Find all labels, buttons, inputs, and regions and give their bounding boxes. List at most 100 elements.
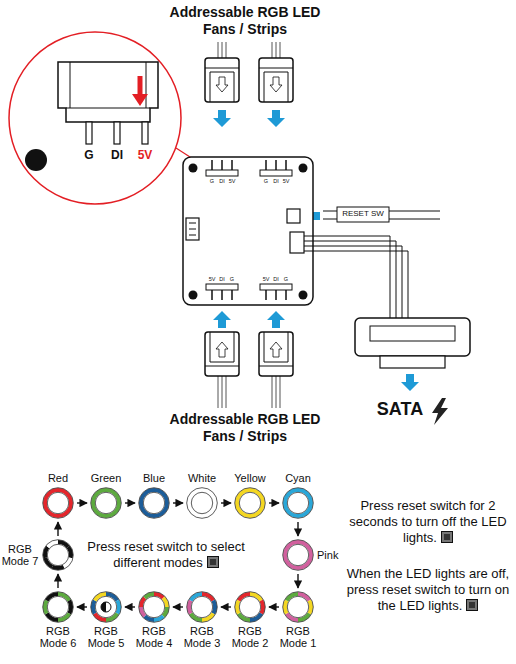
- cable-label: RESET SW: [342, 209, 384, 218]
- pin-name: DI: [270, 276, 282, 283]
- mode-arrow: [125, 606, 135, 607]
- ring-segment: [235, 488, 265, 518]
- zoom-callout-part: [58, 62, 158, 122]
- mode-arrow: [57, 574, 58, 588]
- pin-name: G: [260, 178, 272, 185]
- zoom-callout-part: [114, 122, 120, 144]
- cable-label: RESET SW: [337, 209, 389, 219]
- hub-board-part: [189, 164, 198, 173]
- mode-circle: Red: [42, 487, 74, 519]
- mode-label: RGB Mode 3: [179, 625, 225, 649]
- led-plugs-part: [259, 332, 293, 392]
- ring-segment: [139, 488, 169, 518]
- sata-cable-part: [432, 398, 448, 425]
- ring-outline: [43, 540, 74, 571]
- blue-arrows-part: [267, 311, 285, 328]
- ring-shape: [186, 487, 218, 519]
- mode-circle: White: [186, 487, 218, 519]
- pin-name: G: [226, 276, 238, 283]
- zoom-callout-part: [138, 76, 143, 96]
- mode-label: Pink: [317, 549, 338, 561]
- ring-outline: [43, 488, 74, 519]
- pin-name: G: [84, 148, 93, 162]
- mode-arrow: [297, 574, 298, 588]
- ring-shape: [138, 487, 170, 519]
- pin-name: G: [210, 178, 214, 184]
- mode-circle: RGB Mode 4: [138, 591, 170, 623]
- pin-name: DI: [216, 276, 228, 283]
- hub-board-part: [189, 223, 196, 235]
- ring-outline: [143, 492, 164, 513]
- zoom-callout-part: [86, 122, 92, 144]
- fan-heading: Addressable RGB LED Fans / Strips: [160, 411, 330, 445]
- mode-label: RGB Mode 4: [131, 625, 177, 649]
- hub-board-part: [183, 157, 313, 305]
- reset-switch-icon: [207, 556, 219, 568]
- mode-label: RGB Mode 2: [227, 625, 273, 649]
- pin-name: G: [230, 276, 234, 282]
- ring-outline: [187, 488, 218, 519]
- reset-switch-icon: [441, 531, 453, 543]
- mode-arrow: [221, 502, 231, 503]
- mode-label: White: [188, 472, 216, 484]
- pin-name: 5V: [206, 276, 218, 283]
- led-plugs-part: [205, 332, 239, 392]
- mode-label: Green: [91, 472, 122, 484]
- reset-switch-cable-part: [337, 207, 389, 222]
- contrast-icon: [101, 602, 106, 612]
- mode-arrow: [269, 606, 279, 607]
- ring-outline: [191, 596, 212, 617]
- instruction-note: Press reset switch to select different m…: [80, 539, 252, 571]
- hub-board-part: [290, 232, 304, 253]
- ring-outline: [91, 592, 122, 623]
- mode-circle: Pink: [282, 539, 314, 571]
- ring-outline: [283, 488, 314, 519]
- pin-name: DI: [216, 178, 228, 185]
- ring-shape: [282, 487, 314, 519]
- pin-name: 5V: [226, 178, 238, 185]
- ring-shape: [282, 539, 314, 571]
- mode-circle: RGB Mode 7: [42, 539, 74, 571]
- power-label: SATA: [377, 399, 423, 419]
- fan-heading: Addressable RGB LED Fans / Strips: [160, 4, 330, 38]
- mode-circle: Blue: [138, 487, 170, 519]
- hub-board-part: [299, 164, 308, 173]
- instruction-note: When the LED lights are off, press reset…: [347, 566, 510, 613]
- mode-arrow: [77, 502, 87, 503]
- ring-outline: [143, 596, 164, 617]
- mode-arrow: [221, 606, 231, 607]
- ring-outline: [43, 592, 74, 623]
- pin-name: DI: [273, 276, 279, 282]
- reset-switch-icon: [466, 599, 478, 611]
- pin-name: 5V: [260, 276, 272, 283]
- hub-board-part: [260, 284, 292, 300]
- hub-board-part: [206, 160, 238, 176]
- pin-name: 5V: [283, 178, 290, 184]
- power-label: SATA: [372, 399, 428, 421]
- ring-segment: [91, 488, 121, 518]
- pin-name: G: [264, 178, 268, 184]
- mode-label: RGB Mode 6: [35, 625, 81, 649]
- blue-arrows-part: [267, 110, 285, 127]
- pin-name: G: [79, 148, 99, 163]
- ring-outline: [191, 492, 212, 513]
- mode-label: Red: [48, 472, 68, 484]
- mode-arrow: [125, 502, 135, 503]
- mode-circle: Yellow: [234, 487, 266, 519]
- ring-outline: [139, 592, 170, 623]
- ring-outline: [47, 544, 68, 565]
- mode-arrow: [173, 502, 183, 503]
- ring-segment: [283, 488, 313, 518]
- mode-circle: RGB Mode 6: [42, 591, 74, 623]
- fan-heading: Addressable RGB LED Fans / Strips: [170, 4, 321, 37]
- pin-name: 5V: [263, 276, 270, 282]
- ring-shape: [90, 487, 122, 519]
- instruction-note: Press reset switch to select different m…: [87, 539, 245, 570]
- sata-cable-part: [380, 356, 445, 368]
- pin-name: DI: [273, 178, 279, 184]
- hub-board-part: [186, 218, 199, 240]
- contrast-icon: [101, 602, 111, 612]
- hub-board-part: [287, 209, 300, 223]
- fan-heading: Addressable RGB LED Fans / Strips: [170, 411, 321, 444]
